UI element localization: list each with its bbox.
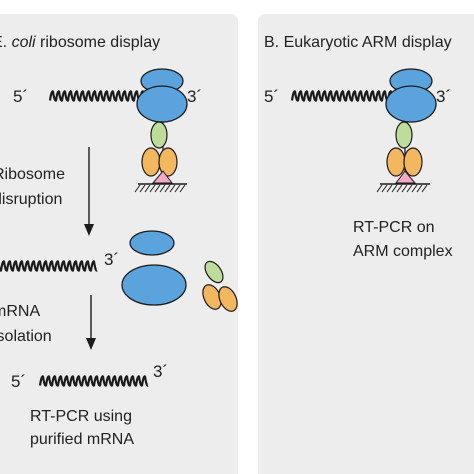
step-ribosome-disruption-1: Ribosome	[0, 166, 65, 183]
protein-orange-right-b	[403, 147, 423, 177]
panel-a-title: E. coli ribosome display	[0, 34, 160, 51]
ribosome-complex-a	[134, 68, 188, 193]
hatch-mark	[416, 184, 423, 193]
step-mrna-isolation-1: mRNA	[0, 303, 40, 320]
three-prime-label-middle: 3´	[104, 250, 119, 269]
hatch-mark	[159, 184, 166, 193]
hatch-mark	[401, 184, 408, 193]
ribosome-small-subunit-free	[129, 230, 175, 256]
mrna-strand-a-middle	[0, 260, 98, 272]
hatch-mark	[144, 184, 151, 193]
hatch-mark	[391, 184, 398, 193]
hatch-mark	[421, 184, 428, 193]
tether-anchor-b	[395, 170, 417, 184]
five-prime-label: 5´	[13, 87, 28, 106]
hatch-mark	[139, 184, 146, 193]
hatch-mark	[376, 184, 383, 193]
three-prime-label-b: 3´	[436, 87, 451, 106]
hatch-mark	[386, 184, 393, 193]
ribosome-large-subunit-b	[385, 85, 437, 123]
arm-complex	[376, 68, 437, 193]
step-mrna-isolation-2: isolation	[0, 328, 52, 345]
free-protein	[202, 260, 238, 312]
hatch-mark	[149, 184, 156, 193]
mrna-strand-a-top	[48, 90, 156, 102]
panel-b-title: B. Eukaryotic ARM display	[264, 34, 452, 51]
panel-b: B. Eukaryotic ARM display 5´ 3´ RT-PCR o…	[264, 34, 453, 260]
hatch-mark	[411, 184, 418, 193]
panel-a-background	[0, 14, 238, 474]
hatch-mark	[179, 184, 186, 193]
surface-hatch-b	[376, 184, 428, 193]
ribosome-large-subunit-free	[121, 264, 187, 306]
hatch-mark	[381, 184, 388, 193]
protein-green-domain	[150, 121, 168, 149]
panel-a: E. coli ribosome display 5´ 3´ Ribosome …	[0, 34, 238, 448]
result-arm-2: ARM complex	[353, 243, 453, 260]
hatch-mark	[169, 184, 176, 193]
protein-green-domain-b	[395, 121, 413, 149]
five-prime-label-bottom: 5´	[11, 372, 26, 391]
hatch-mark	[164, 184, 171, 193]
free-protein-orange-right	[218, 286, 238, 312]
ribosome-large-subunit	[136, 85, 188, 123]
mrna-strand-a-bottom	[38, 375, 149, 387]
free-protein-green	[204, 260, 224, 284]
mrna-strand-b	[290, 90, 398, 102]
hatch-mark	[154, 184, 161, 193]
step-ribosome-disruption-2: disruption	[0, 191, 62, 208]
hatch-mark	[174, 184, 181, 193]
protein-orange-left-b	[386, 147, 406, 177]
hatch-mark	[406, 184, 413, 193]
result-arm-1: RT-PCR on	[353, 219, 435, 236]
arrow-disruption-head	[84, 224, 94, 236]
panel-b-background	[258, 14, 474, 474]
tether-anchor	[151, 170, 173, 184]
result-rt-pcr-2: purified mRNA	[30, 431, 134, 448]
result-rt-pcr-1: RT-PCR using	[30, 408, 132, 425]
arrow-isolation-head	[86, 338, 96, 350]
protein-orange-right	[158, 147, 178, 177]
five-prime-label-b: 5´	[264, 87, 279, 106]
hatch-mark	[396, 184, 403, 193]
three-prime-label: 3´	[187, 87, 202, 106]
surface-hatch	[134, 184, 186, 193]
three-prime-label-bottom: 3´	[153, 362, 168, 381]
hatch-mark	[134, 184, 141, 193]
protein-orange-left	[141, 147, 161, 177]
